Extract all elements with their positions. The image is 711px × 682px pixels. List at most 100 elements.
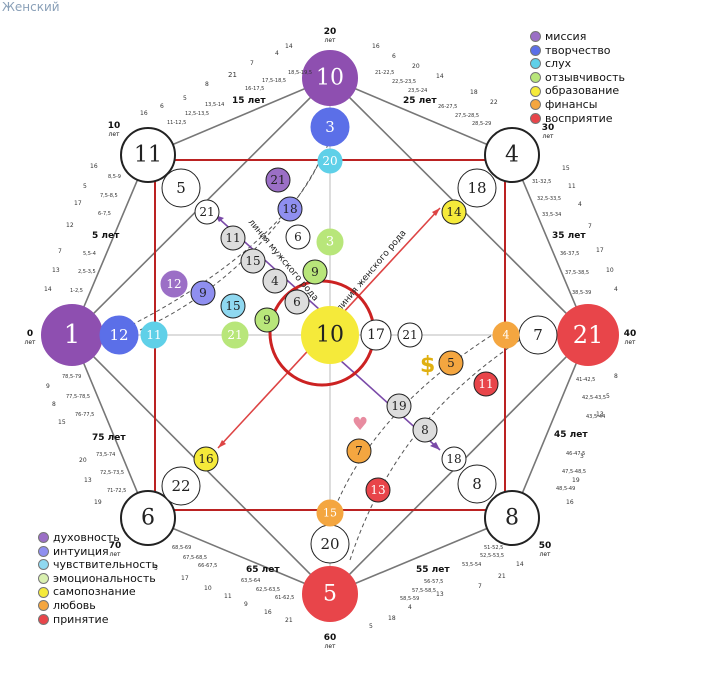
legend-label: творчество: [545, 43, 611, 57]
node-right: 21: [557, 304, 619, 366]
legend-item: творчество: [530, 44, 625, 58]
age-tick-label: 15: [58, 419, 66, 426]
node-circle: [484, 490, 540, 546]
age-tick-label: 5: [606, 393, 610, 400]
age-tick-label: 14: [44, 286, 52, 293]
node-circle: [360, 319, 392, 351]
age-tick-label: 37,5-38,5: [565, 270, 589, 276]
node-circle: [457, 168, 497, 208]
age-tick-label: 5: [154, 565, 158, 572]
age-tick-label: 41-42,5: [576, 377, 595, 383]
age-label-mid: 25 лет: [403, 96, 437, 106]
node-value: 4: [503, 329, 510, 342]
age-tick-label: 32,5-33,5: [537, 196, 561, 202]
node-value: 6: [293, 295, 301, 309]
age-tick-label: 7: [478, 583, 482, 590]
age-tick-label: 13: [84, 477, 92, 484]
age-tick-label: 63,5-64: [241, 578, 260, 584]
node-f-8: 8: [412, 417, 438, 443]
node-circle: [120, 490, 176, 546]
node-circle: [316, 499, 344, 527]
age-tick-label: 66-67,5: [198, 563, 217, 569]
legend-item: чувствительность: [38, 558, 158, 572]
age-tick-label: 61-62,5: [275, 595, 294, 601]
node-circle: [160, 270, 188, 298]
age-tick-label: 38,5-39: [572, 290, 591, 296]
node-diag-18: 18: [277, 196, 303, 222]
node-value: 19: [391, 399, 406, 413]
age-label-major: 50: [539, 541, 552, 551]
node-circle: [492, 321, 520, 349]
node-circle: [140, 321, 168, 349]
legend-item: восприятие: [530, 112, 625, 126]
age-tick-label: 19: [94, 499, 102, 506]
age-label-mid: 75 лет: [92, 433, 126, 443]
node-circle: [285, 224, 311, 250]
age-tick-label: 33,5-34: [542, 212, 561, 218]
node-value: 10: [316, 66, 344, 91]
age-label-mid: 65 лет: [246, 565, 280, 575]
legend-dot: [530, 58, 541, 70]
node-c-left2: 9: [254, 307, 280, 333]
node-tl2: 5: [161, 168, 201, 208]
legend-item: любовь: [38, 599, 158, 613]
legend-label: духовность: [53, 531, 120, 544]
legend-label: финансы: [545, 97, 598, 111]
node-circle: [161, 168, 201, 208]
age-tick-label: 6: [160, 103, 164, 110]
legend-label: слух: [545, 57, 572, 71]
legend-item: миссия: [530, 30, 625, 44]
legend-dot: [530, 31, 541, 43]
age-tick-label: 4: [275, 50, 279, 57]
node-value: 9: [199, 286, 207, 300]
age-label-major: 30: [542, 123, 555, 133]
node-circle: [365, 477, 391, 503]
node-value: 11: [146, 328, 161, 342]
node-top: 10: [302, 50, 358, 106]
node-m-4: 4: [262, 268, 288, 294]
age-tick-label: 18,5-19,5: [288, 70, 312, 76]
age-tick-label: 16: [140, 110, 148, 117]
age-tick-label: 4: [578, 201, 582, 208]
node-value: 12: [166, 277, 181, 291]
node-value: 21: [270, 173, 285, 187]
age-labels: 0лет10лет20лет30лет40лет50лет60лет70лет5…: [24, 27, 636, 650]
node-top3: 20: [317, 148, 343, 174]
node-bl2: 22: [161, 466, 201, 506]
age-unit: лет: [109, 551, 121, 558]
age-tick-label: 12,5-13,5: [185, 111, 209, 117]
age-tick-label: 6-7,5: [98, 211, 111, 217]
node-value: 15: [245, 254, 260, 268]
node-circle: [457, 464, 497, 504]
age-tick-label: 21: [498, 573, 506, 580]
node-m-15: 15: [240, 248, 266, 274]
age-tick-label: 8: [52, 401, 56, 408]
legend-top: миссия творчество слух отзывчивость обра…: [530, 30, 625, 125]
age-tick-label: 17: [181, 575, 189, 582]
node-tl3: 21: [194, 199, 220, 225]
node-value: 21: [199, 205, 214, 219]
node-value: 9: [263, 313, 271, 327]
legend-label: эмоциональность: [53, 571, 156, 585]
age-label-major: 0: [27, 329, 33, 339]
age-tick-label: 7,5-8,5: [100, 193, 118, 199]
age-tick-label: 14: [436, 73, 444, 80]
age-tick-label: 46-47,5: [566, 451, 585, 457]
age-tick-label: 72,5-73,5: [100, 470, 124, 476]
node-value: 5: [176, 179, 186, 197]
node-tr2: 18: [457, 168, 497, 208]
legend-label: миссия: [545, 30, 587, 43]
age-label-mid: 55 лет: [416, 565, 450, 575]
age-tick-label: 20: [412, 63, 420, 70]
node-m-11: 11: [220, 225, 246, 251]
age-tick-label: 21-22,5: [375, 70, 394, 76]
legend-item: слух: [530, 57, 625, 71]
legend-dot: [38, 573, 49, 585]
node-value: 13: [370, 483, 385, 497]
age-tick-label: 7: [58, 248, 62, 255]
node-br3: 18: [441, 446, 467, 472]
age-tick-label: 26-27,5: [438, 104, 457, 110]
node-value: 22: [171, 477, 190, 495]
age-tick-label: 57,5-58,5: [412, 588, 436, 594]
